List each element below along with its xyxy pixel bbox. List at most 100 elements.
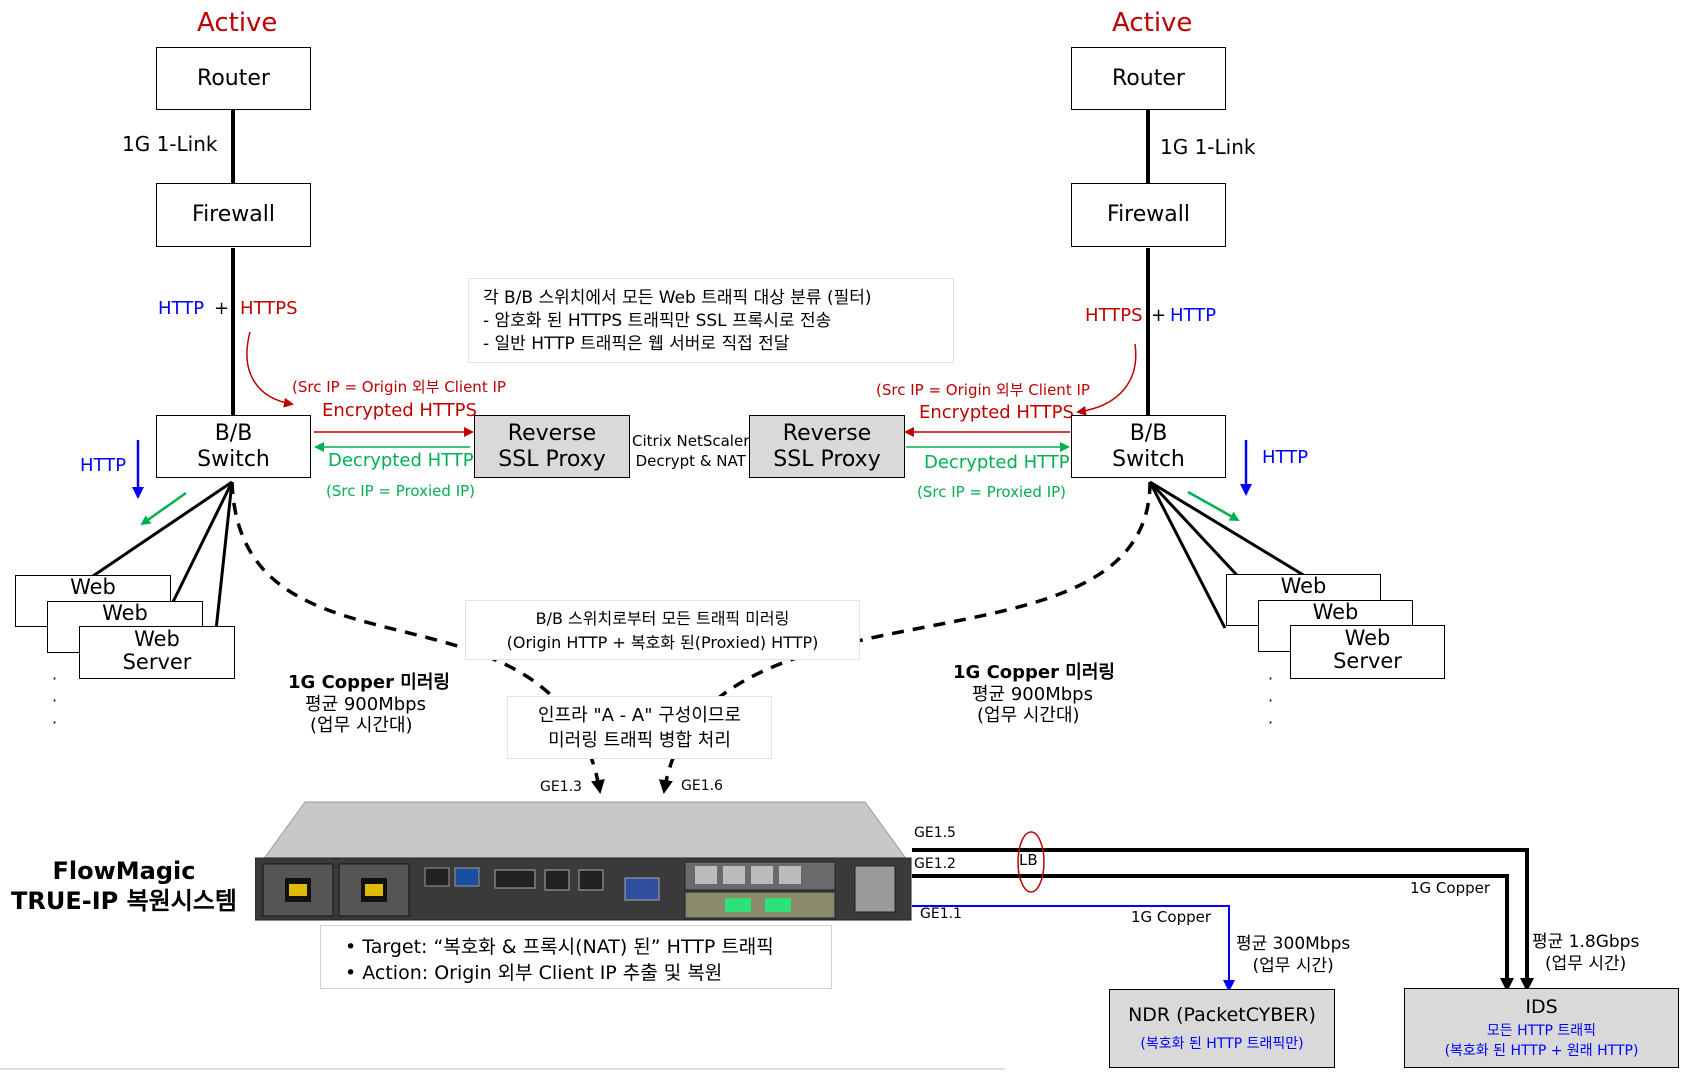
- right-more-dots: ···: [1268, 669, 1274, 732]
- flowmagic-title-line1: FlowMagic: [52, 857, 196, 885]
- citrix-label: Citrix NetScaler Decrypt & NAT: [632, 431, 749, 471]
- target-action-box: • Target: “복호화 & 프록시(NAT) 된” HTTP 트래픽 • …: [320, 925, 832, 989]
- right-proxy-line2: SSL Proxy: [773, 446, 881, 472]
- left-reverse-ssl-proxy-box: Reverse SSL Proxy: [474, 415, 630, 478]
- right-http-down-label: HTTP: [1262, 447, 1309, 468]
- left-router-label: Router: [197, 65, 270, 91]
- right-src-origin-label: (Src IP = Origin 외부 Client IP: [876, 381, 1090, 399]
- right-decrypted-label: Decrypted HTTP: [924, 452, 1070, 473]
- ndr-rate: 평균 300Mbps (업무 시간): [1236, 933, 1350, 977]
- right-router-box: Router: [1071, 47, 1226, 110]
- right-green-diag-arrow: [1187, 490, 1240, 522]
- right-firewall-box: Firewall: [1071, 183, 1226, 247]
- left-firewall-box: Firewall: [156, 183, 311, 247]
- right-web2-label: Web: [1312, 600, 1359, 624]
- left-proxy-line1: Reverse: [507, 421, 597, 447]
- ndr-subtitle: (복호화 된 HTTP 트래픽만): [1140, 1036, 1304, 1053]
- left-web-link-3: [214, 481, 234, 631]
- ge11-label: GE1.1: [920, 906, 962, 922]
- left-mirror-time: (업무 시간대): [310, 715, 413, 736]
- citrix-line1: Citrix NetScaler: [632, 432, 750, 450]
- right-router-label: Router: [1112, 65, 1185, 91]
- left-http-down-label: HTTP: [80, 455, 127, 476]
- right-src-proxied-label: (Src IP = Proxied IP): [917, 483, 1067, 501]
- left-http-label: HTTP: [158, 298, 205, 319]
- aa-note-box: 인프라 "A - A" 구성이므로 미러링 트래픽 병합 처리: [507, 696, 772, 759]
- mirror-note-box: B/B 스위치로부터 모든 트래픽 미러링 (Origin HTTP + 복호화…: [465, 600, 860, 660]
- target-line: • Target: “복호화 & 프록시(NAT) 된” HTTP 트래픽: [345, 936, 774, 958]
- right-web-link-1: [1149, 480, 1306, 578]
- left-src-proxied-label: (Src IP = Proxied IP): [326, 482, 476, 500]
- right-web-server-3: Web Server: [1290, 625, 1445, 679]
- ids-copper-label: 1G Copper: [1410, 879, 1491, 897]
- left-https-label: HTTPS: [240, 298, 298, 319]
- left-web-server-3: Web Server: [79, 626, 235, 679]
- flowmagic-title-line2: TRUE-IP 복원시스템: [11, 887, 237, 915]
- filter-note-box: 각 B/B 스위치에서 모든 Web 트래픽 대상 분류 (필터) - 암호화 …: [468, 278, 954, 363]
- left-green-diag-arrow: [140, 491, 187, 526]
- right-web1-label: Web: [1280, 574, 1327, 598]
- ids-subtitle-1: 모든 HTTP 트래픽: [1486, 1022, 1597, 1039]
- mirror-note-line2: (Origin HTTP + 복호화 된(Proxied) HTTP): [506, 633, 819, 652]
- aa-note-line1: 인프라 "A - A" 구성이므로: [537, 705, 742, 726]
- right-web-link-3: [1148, 481, 1227, 629]
- right-mirror-title: 1G Copper 미러링: [953, 662, 1115, 683]
- ge15-label: GE1.5: [914, 825, 956, 841]
- ids-title: IDS: [1525, 995, 1558, 1018]
- left-web3-line2: Server: [122, 650, 192, 675]
- right-https-label: HTTPS: [1085, 305, 1143, 326]
- flowmagic-title: FlowMagic TRUE-IP 복원시스템: [11, 856, 237, 916]
- right-mirror-avg: 평균 900Mbps: [972, 684, 1093, 705]
- right-reverse-ssl-proxy-box: Reverse SSL Proxy: [749, 415, 905, 478]
- left-mirror-avg: 평균 900Mbps: [305, 694, 426, 715]
- right-active-label: Active: [1112, 8, 1193, 38]
- ids-rate-time: (업무 시간): [1545, 954, 1627, 974]
- filter-note-line1: 각 B/B 스위치에서 모든 Web 트래픽 대상 분류 (필터): [483, 288, 872, 308]
- right-switch-line2: Switch: [1112, 446, 1185, 472]
- ids-subtitle-2: (복호화 된 HTTP + 원래 HTTP): [1444, 1042, 1639, 1059]
- left-switch-line1: B/B: [214, 421, 253, 447]
- action-line: • Action: Origin 외부 Client IP 추출 및 복원: [345, 962, 723, 984]
- right-encrypted-label: Encrypted HTTPS: [919, 402, 1074, 423]
- right-plus-label: +: [1151, 305, 1167, 326]
- ndr-rate-avg: 평균 300Mbps: [1236, 934, 1351, 954]
- left-decrypted-label: Decrypted HTTP: [328, 450, 474, 471]
- ge12-label: GE1.2: [914, 856, 956, 872]
- right-web3-line1: Web: [1344, 626, 1391, 650]
- right-bb-switch-box: B/B Switch: [1071, 415, 1226, 478]
- left-active-label: Active: [197, 8, 278, 38]
- right-mirror-time: (업무 시간대): [977, 705, 1080, 726]
- lb-label: LB: [1019, 851, 1038, 869]
- right-proxy-line1: Reverse: [782, 421, 872, 447]
- right-http-label: HTTP: [1170, 305, 1217, 326]
- right-https-curve-arrow: [1076, 343, 1137, 416]
- right-link-label: 1G 1-Link: [1160, 135, 1256, 159]
- left-web3-line1: Web: [134, 627, 180, 651]
- lb-ellipse: [1017, 831, 1045, 893]
- flowmagic-appliance-image: [255, 801, 912, 921]
- right-switch-line1: B/B: [1129, 421, 1168, 447]
- left-encrypted-label: Encrypted HTTPS: [322, 400, 477, 421]
- left-https-curve-arrow: [246, 331, 294, 408]
- ndr-rate-time: (업무 시간): [1252, 956, 1334, 976]
- ndr-box: NDR (PacketCYBER) (복호화 된 HTTP 트래픽만): [1109, 989, 1335, 1068]
- mirror-note-line1: B/B 스위치로부터 모든 트래픽 미러링: [535, 609, 790, 628]
- left-web1-label: Web: [70, 575, 116, 599]
- right-web3-line2: Server: [1333, 649, 1402, 674]
- filter-note-line3: - 일반 HTTP 트래픽은 웹 서버로 직접 전달: [483, 334, 790, 354]
- left-switch-line2: Switch: [197, 446, 270, 472]
- right-firewall-label: Firewall: [1107, 202, 1190, 228]
- left-bb-switch-box: B/B Switch: [156, 415, 311, 478]
- filter-note-line2: - 암호화 된 HTTPS 트래픽만 SSL 프록시로 전송: [483, 311, 832, 331]
- ge16-label: GE1.6: [681, 778, 723, 794]
- ge11-ndr-line: [912, 905, 1235, 992]
- ndr-copper-label: 1G Copper: [1131, 908, 1212, 926]
- left-more-dots: ···: [52, 669, 58, 732]
- left-web-link-2: [170, 481, 234, 605]
- ndr-title: NDR (PacketCYBER): [1128, 1003, 1316, 1026]
- left-src-origin-label: (Src IP = Origin 외부 Client IP: [292, 378, 506, 396]
- ids-box: IDS 모든 HTTP 트래픽 (복호화 된 HTTP + 원래 HTTP): [1404, 988, 1679, 1068]
- ids-rate: 평균 1.8Gbps (업무 시간): [1532, 931, 1639, 975]
- left-router-box: Router: [156, 47, 311, 110]
- left-proxy-line2: SSL Proxy: [498, 446, 606, 472]
